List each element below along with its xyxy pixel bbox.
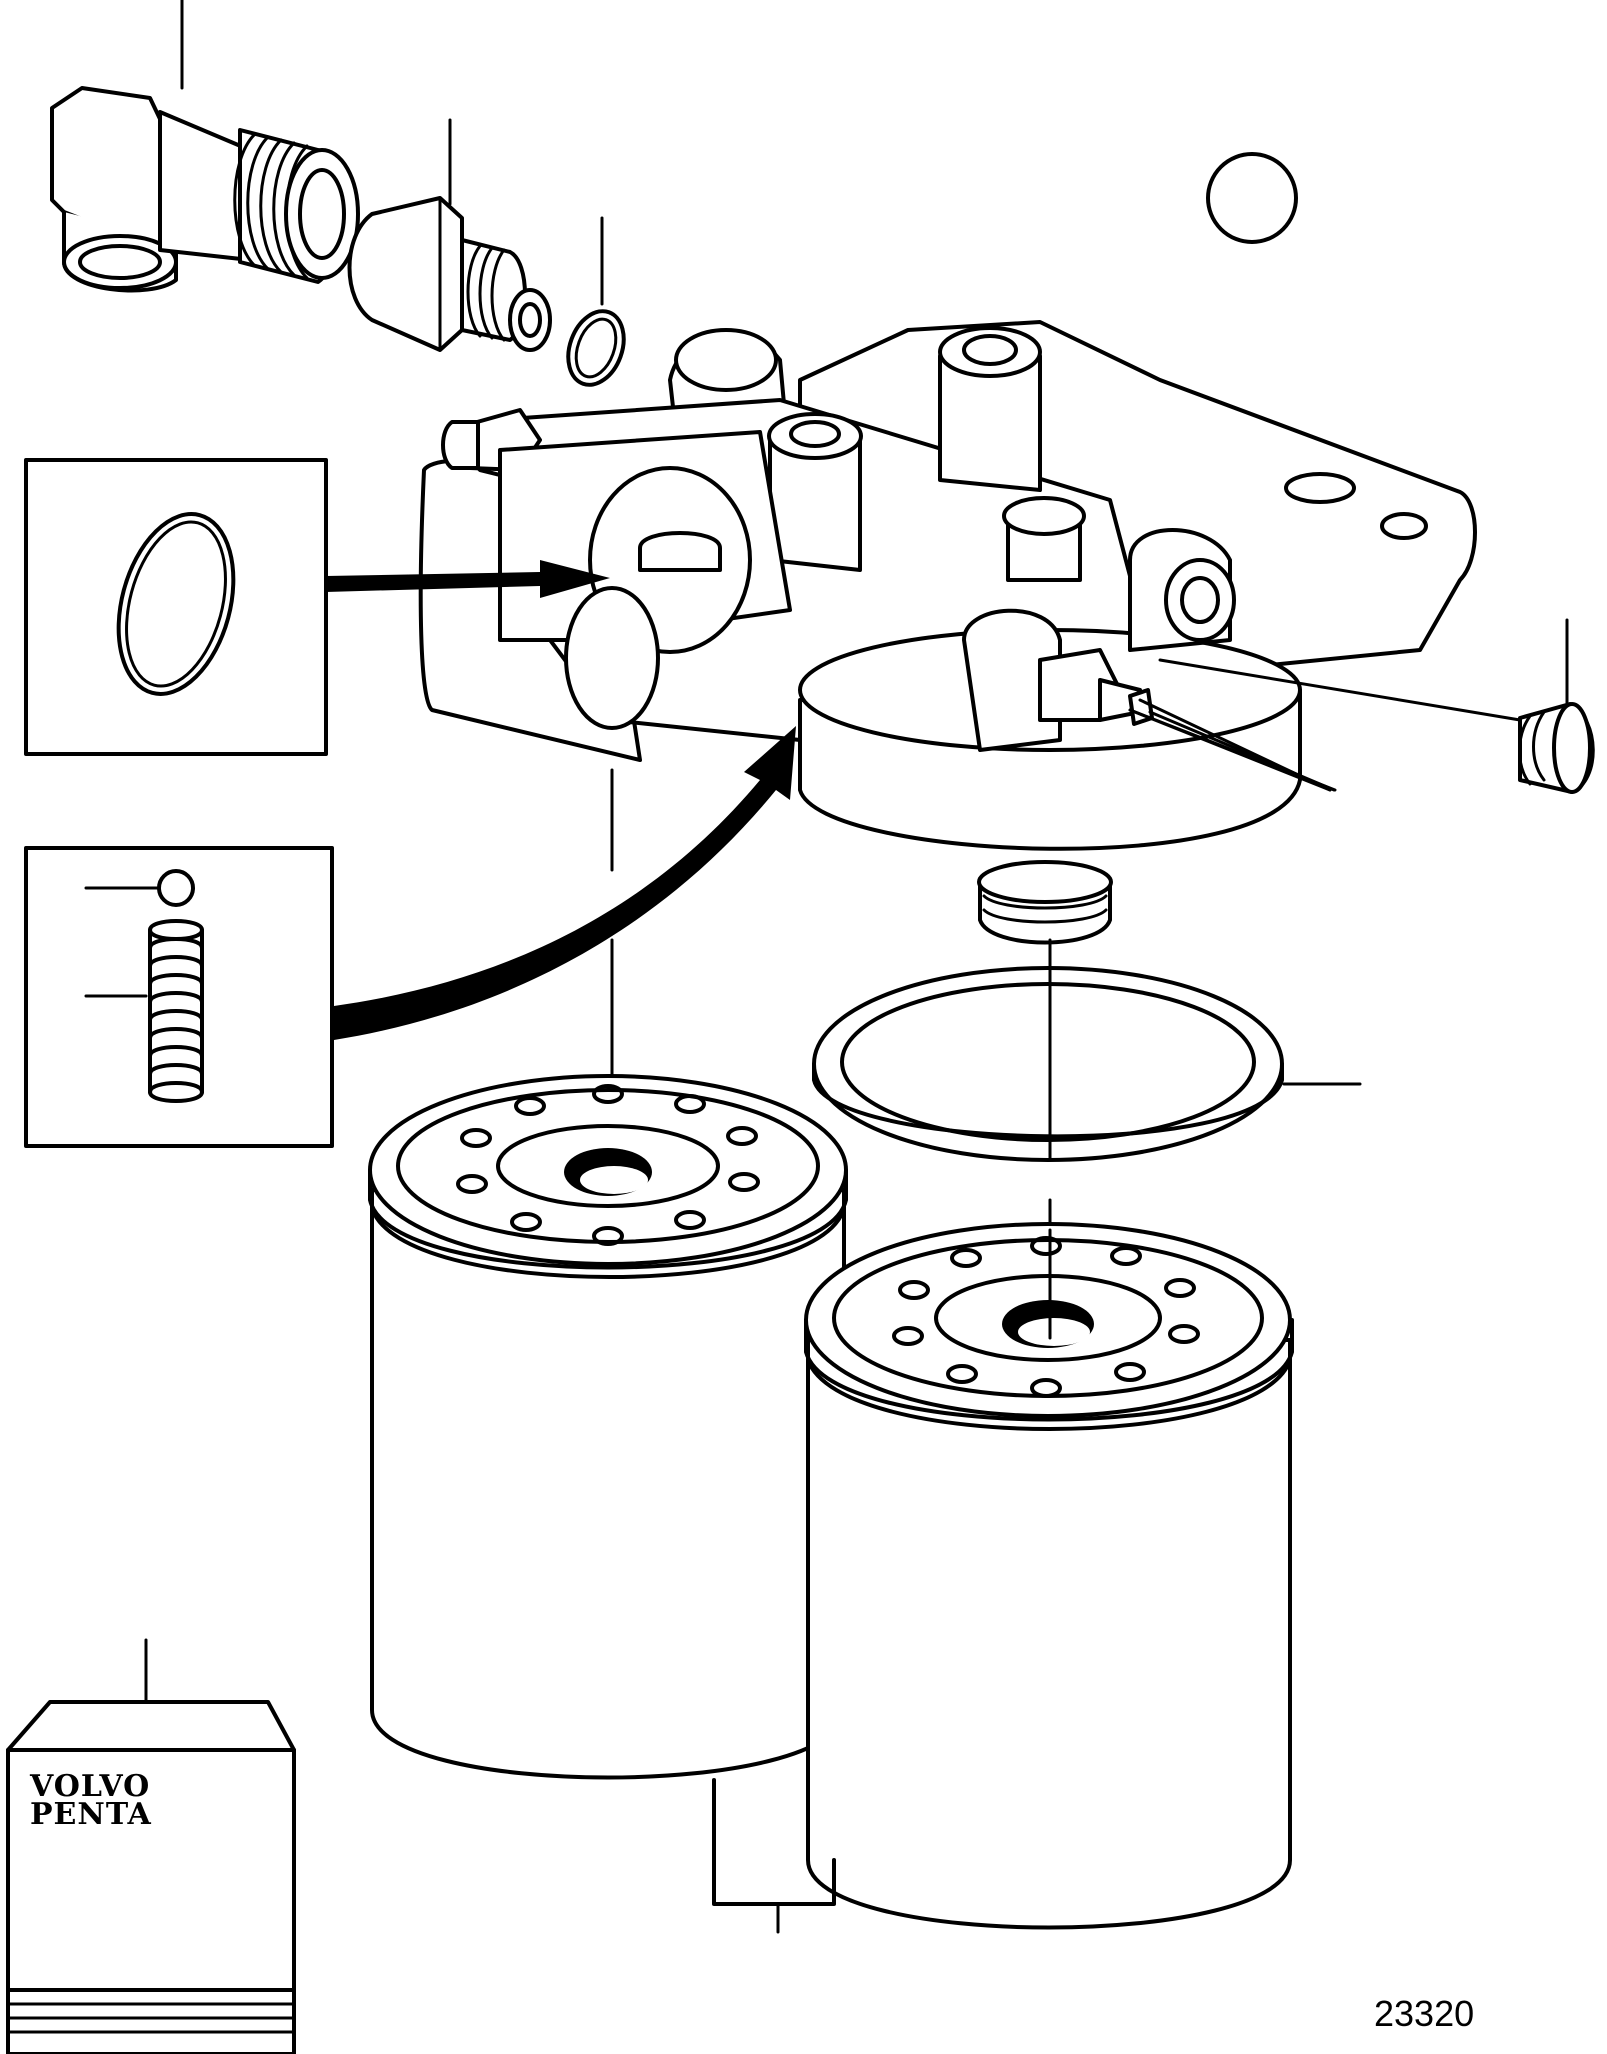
arrow-ball-spring [334,726,796,1040]
o-ring-small [566,216,626,387]
volvo-penta-package: VOLVO PENTA [6,1638,296,2054]
figure-number: 23320 [1374,1993,1474,2034]
filter-holes-right [892,1236,1200,1398]
arrow-o-ring [326,560,610,598]
detail-box-ball-spring [24,846,334,1148]
sealing-ring-large [812,966,1362,1162]
spring [148,919,204,1103]
package-label-line1: VOLVO [29,1769,150,1804]
circle-symbol [1206,152,1298,244]
cartridges-bracket [712,1778,836,1934]
adapter-nipple [347,118,552,352]
filter-cartridge-right [804,1222,1294,1930]
filter-head-assembly [418,320,1477,945]
filter-cartridge-left [368,1074,848,1904]
detail-box-o-ring [24,458,328,756]
filter-holes-left [456,1084,760,1246]
nipple-thread-lines [466,244,506,342]
plug [1158,618,1595,794]
package-label-line2: PENTA [30,1797,152,1832]
elbow-fitting [50,0,360,293]
